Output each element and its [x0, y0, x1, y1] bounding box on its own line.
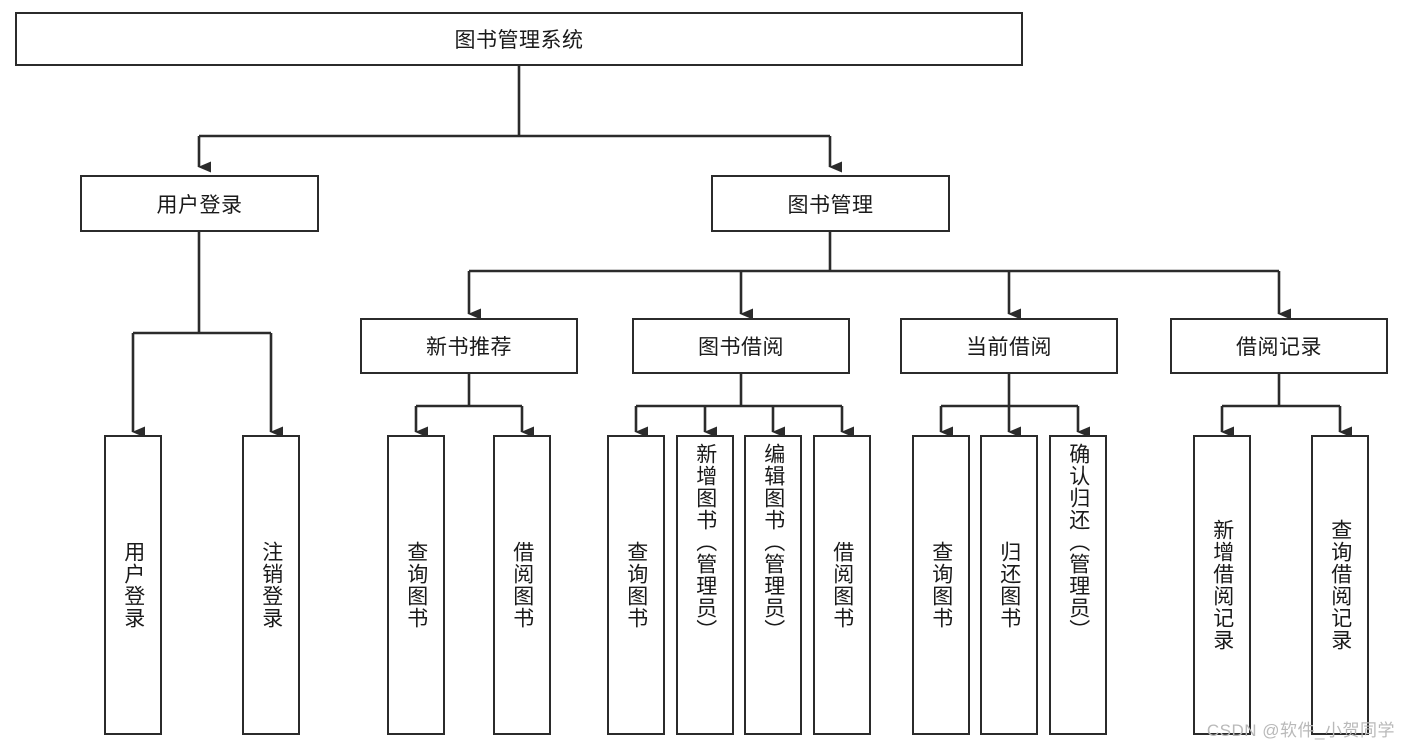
leaf-borrow-record-query[interactable]: 查询借阅记录 — [1311, 435, 1369, 735]
node-book-management[interactable]: 图书管理 — [711, 175, 950, 232]
node-label: 当前借阅 — [966, 336, 1052, 359]
leaf-label: 新增图书（管理员） — [693, 443, 717, 641]
leaf-label: 查询图书 — [404, 541, 428, 629]
leaf-label: 查询图书 — [929, 541, 953, 629]
leaf-current-borrow-return[interactable]: 归还图书 — [980, 435, 1038, 735]
leaf-user-login-login[interactable]: 用户登录 — [104, 435, 162, 735]
leaf-label: 借阅图书 — [510, 541, 534, 629]
leaf-new-book-query[interactable]: 查询图书 — [387, 435, 445, 735]
leaf-label: 借阅图书 — [830, 541, 854, 629]
leaf-label: 编辑图书（管理员） — [761, 443, 785, 641]
node-new-book-recommend[interactable]: 新书推荐 — [360, 318, 578, 374]
node-book-borrow[interactable]: 图书借阅 — [632, 318, 850, 374]
leaf-book-borrow-edit[interactable]: 编辑图书（管理员） — [744, 435, 802, 735]
leaf-label: 查询借阅记录 — [1328, 519, 1352, 651]
leaf-user-login-logout[interactable]: 注销登录 — [242, 435, 300, 735]
leaf-book-borrow-query[interactable]: 查询图书 — [607, 435, 665, 735]
leaf-book-borrow-add[interactable]: 新增图书（管理员） — [676, 435, 734, 735]
node-current-borrow[interactable]: 当前借阅 — [900, 318, 1118, 374]
node-book-management-system[interactable]: 图书管理系统 — [15, 12, 1023, 66]
leaf-new-book-borrow[interactable]: 借阅图书 — [493, 435, 551, 735]
node-label: 图书管理系统 — [454, 29, 584, 52]
leaf-current-borrow-query[interactable]: 查询图书 — [912, 435, 970, 735]
leaf-label: 注销登录 — [259, 541, 283, 629]
leaf-book-borrow-borrow[interactable]: 借阅图书 — [813, 435, 871, 735]
node-user-login[interactable]: 用户登录 — [80, 175, 319, 232]
node-label: 用户登录 — [156, 193, 243, 217]
leaf-label: 确认归还（管理员） — [1066, 443, 1090, 641]
leaf-label: 归还图书 — [997, 541, 1021, 629]
leaf-label: 查询图书 — [624, 541, 648, 629]
node-label: 图书借阅 — [698, 336, 784, 359]
leaf-label: 用户登录 — [121, 541, 145, 629]
leaf-borrow-record-add[interactable]: 新增借阅记录 — [1193, 435, 1251, 735]
leaf-current-borrow-confirm-return[interactable]: 确认归还（管理员） — [1049, 435, 1107, 735]
leaf-label: 新增借阅记录 — [1210, 519, 1234, 651]
node-label: 图书管理 — [787, 193, 874, 217]
node-label: 借阅记录 — [1236, 336, 1322, 359]
node-borrow-record[interactable]: 借阅记录 — [1170, 318, 1388, 374]
node-label: 新书推荐 — [426, 336, 512, 359]
